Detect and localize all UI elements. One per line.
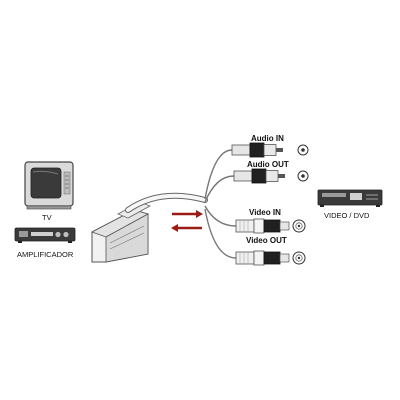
audio-out-label: Audio OUT bbox=[247, 160, 289, 169]
amplifier-label: AMPLIFICADOR bbox=[17, 250, 74, 259]
cable-splitter bbox=[204, 149, 237, 259]
rca-plug-icon bbox=[235, 250, 290, 266]
arrow-left-icon bbox=[171, 224, 202, 232]
scart-connector-icon bbox=[91, 192, 208, 263]
tv-icon bbox=[24, 161, 74, 210]
rca-plug-icon bbox=[235, 218, 290, 234]
video-dvd-label: VIDEO / DVD bbox=[324, 211, 370, 220]
tv-label: TV bbox=[42, 213, 52, 222]
amplifier-icon bbox=[14, 227, 76, 243]
video-out-label: Video OUT bbox=[246, 236, 287, 245]
vcr-dvd-player-icon bbox=[317, 189, 383, 207]
rca-jack-icon bbox=[292, 251, 306, 265]
arrow-right-icon bbox=[172, 210, 203, 218]
video-in-label: Video IN bbox=[249, 208, 281, 217]
rca-jack-icon bbox=[292, 219, 306, 233]
rca-jack-icon bbox=[297, 170, 309, 182]
rca-jack-icon bbox=[297, 144, 309, 156]
rca-plug-icon bbox=[233, 168, 285, 184]
rca-plug-icon bbox=[231, 142, 283, 158]
audio-in-label: Audio IN bbox=[251, 134, 284, 143]
